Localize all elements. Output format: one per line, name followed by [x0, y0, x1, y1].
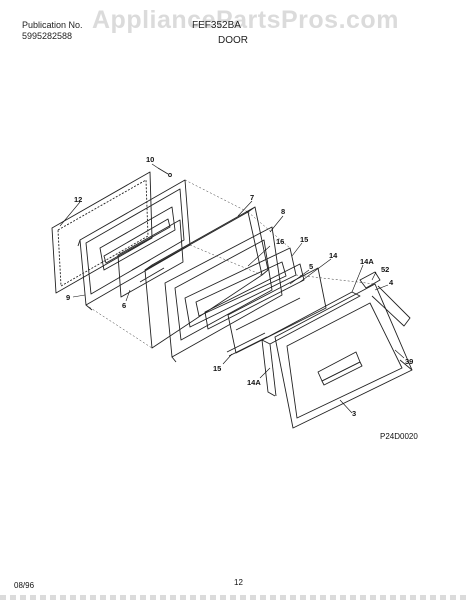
callout-14: 14 — [329, 251, 338, 260]
callout-10: 10 — [146, 155, 155, 164]
callout-5: 5 — [309, 262, 314, 271]
outer-door-panel — [274, 283, 413, 429]
callout-8: 8 — [281, 207, 286, 216]
door-handle — [359, 271, 381, 289]
callout-14a-bottom: 14A — [247, 378, 261, 387]
callout-15-top: 15 — [300, 235, 309, 244]
callout-52: 52 — [381, 265, 390, 274]
callout-4: 4 — [389, 278, 394, 287]
callout-9: 9 — [66, 293, 71, 302]
door-gasket — [51, 171, 153, 294]
callout-7: 7 — [250, 193, 255, 202]
callout-15-bottom: 15 — [213, 364, 222, 373]
watermark-text: AppliancePartsPros.com — [92, 6, 399, 34]
callout-39: 39 — [405, 357, 414, 366]
callout-12: 12 — [74, 195, 83, 204]
page-number: 12 — [234, 578, 243, 587]
callout-6: 6 — [122, 301, 127, 310]
scan-edge — [0, 595, 470, 600]
section-title: DOOR — [218, 35, 248, 46]
callout-3: 3 — [352, 409, 357, 418]
publication-number: 5995282588 — [22, 31, 73, 41]
glass-assembly — [184, 247, 327, 354]
inner-door-panel — [164, 226, 283, 363]
callout-14a-top: 14A — [360, 257, 374, 266]
door-frame — [261, 291, 361, 397]
inner-door-liner — [77, 179, 191, 311]
footer-date: 08/96 — [14, 581, 35, 590]
trim-strip — [226, 332, 268, 357]
diagram-code: P24D0020 — [380, 432, 418, 441]
model-number: FEF352BA — [192, 20, 241, 31]
hinge-screw — [157, 167, 172, 177]
callout-16: 16 — [276, 237, 285, 246]
window-glass — [117, 219, 184, 298]
publication-label: Publication No. — [22, 20, 83, 30]
